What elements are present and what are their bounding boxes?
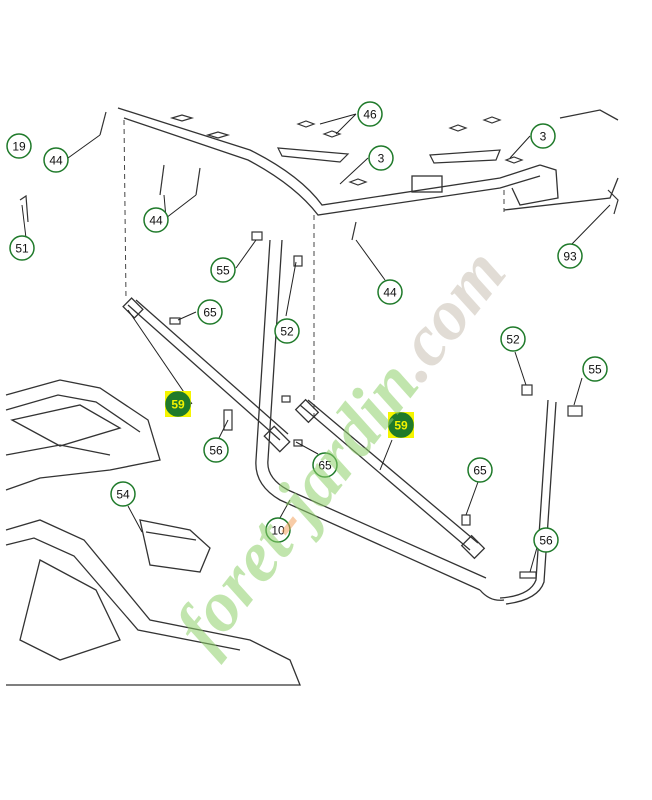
- upper-frame-bolts: [169, 114, 524, 186]
- callout-10: 10: [265, 517, 291, 543]
- callout-label: 55: [588, 363, 602, 377]
- callout-label: 56: [539, 534, 553, 548]
- callout-label: 65: [473, 464, 487, 478]
- callout-3: 3: [368, 145, 394, 171]
- callout-44: 44: [377, 279, 403, 305]
- callout-label: 10: [271, 524, 285, 538]
- callout-51: 51: [9, 235, 35, 261]
- callout-46: 46: [357, 101, 383, 127]
- callout-layer: 19 44 44 51 46 3 3 93 55 65 52 44 59 56 65 59 52 55 54 10 65…: [6, 101, 608, 553]
- callout-55: 55: [210, 257, 236, 283]
- upper-frame: [117, 107, 619, 216]
- callout-59: 59: [388, 412, 414, 438]
- callout-56: 56: [533, 527, 559, 553]
- dashed-guides: [123, 119, 505, 420]
- callout-label: 3: [540, 130, 547, 144]
- callout-label: 56: [209, 444, 223, 458]
- callout-52: 52: [500, 326, 526, 352]
- rod-hardware: [169, 231, 583, 579]
- callout-65: 65: [197, 299, 223, 325]
- callout-label: 51: [15, 242, 29, 256]
- callout-label: 3: [378, 152, 385, 166]
- callout-label: 54: [116, 488, 130, 502]
- callout-label: 44: [49, 154, 63, 168]
- callout-label: 52: [506, 333, 520, 347]
- callout-59: 59: [165, 391, 191, 417]
- callout-label: 65: [318, 459, 332, 473]
- seat-body-panel: [5, 519, 301, 686]
- callout-65: 65: [467, 457, 493, 483]
- callout-label: 44: [149, 214, 163, 228]
- callout-55: 55: [582, 356, 608, 382]
- callout-93: 93: [557, 243, 583, 269]
- callout-label: 44: [383, 286, 397, 300]
- callout-3: 3: [530, 123, 556, 149]
- callout-label: 65: [203, 306, 217, 320]
- callout-54: 54: [110, 481, 136, 507]
- callout-19: 19: [6, 133, 32, 159]
- callout-label: 19: [12, 140, 26, 154]
- mount-brackets: [19, 111, 619, 241]
- callout-44: 44: [43, 147, 69, 173]
- callout-label: 93: [563, 250, 577, 264]
- callout-52: 52: [274, 318, 300, 344]
- callout-label: 55: [216, 264, 230, 278]
- callout-65: 65: [312, 452, 338, 478]
- callout-label: 59: [394, 419, 408, 433]
- brace-rods: [122, 239, 557, 605]
- callout-44: 44: [143, 207, 169, 233]
- callout-label: 59: [171, 398, 185, 412]
- callout-leaders: [21, 113, 611, 573]
- callout-56: 56: [203, 437, 229, 463]
- callout-label: 52: [280, 325, 294, 339]
- callout-label: 46: [363, 108, 377, 122]
- hood-panel: [5, 379, 161, 491]
